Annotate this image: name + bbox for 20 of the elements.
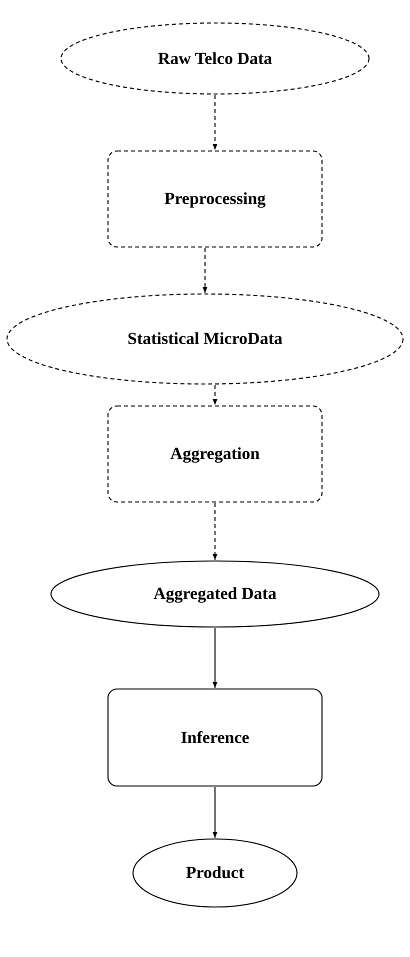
- process-box: [107, 688, 323, 787]
- node-label: Product: [186, 863, 244, 883]
- arrow: [212, 503, 218, 560]
- data-ellipse: [50, 560, 380, 628]
- data-ellipse: [132, 838, 298, 908]
- node-label: Preprocessing: [164, 189, 266, 209]
- arrow: [212, 95, 218, 150]
- arrow: [202, 248, 208, 293]
- process-box: [107, 150, 323, 248]
- node-label: Statistical MicroData: [127, 329, 282, 349]
- node-label: Aggregation: [170, 444, 260, 464]
- data-ellipse: [6, 293, 404, 385]
- arrow: [212, 628, 218, 688]
- node-label: Aggregated Data: [154, 584, 276, 604]
- data-ellipse: [60, 22, 370, 95]
- arrow: [212, 385, 218, 405]
- node-label: Raw Telco Data: [158, 48, 272, 68]
- node-label: Inference: [180, 728, 250, 748]
- process-box: [107, 405, 323, 503]
- arrow: [212, 787, 218, 838]
